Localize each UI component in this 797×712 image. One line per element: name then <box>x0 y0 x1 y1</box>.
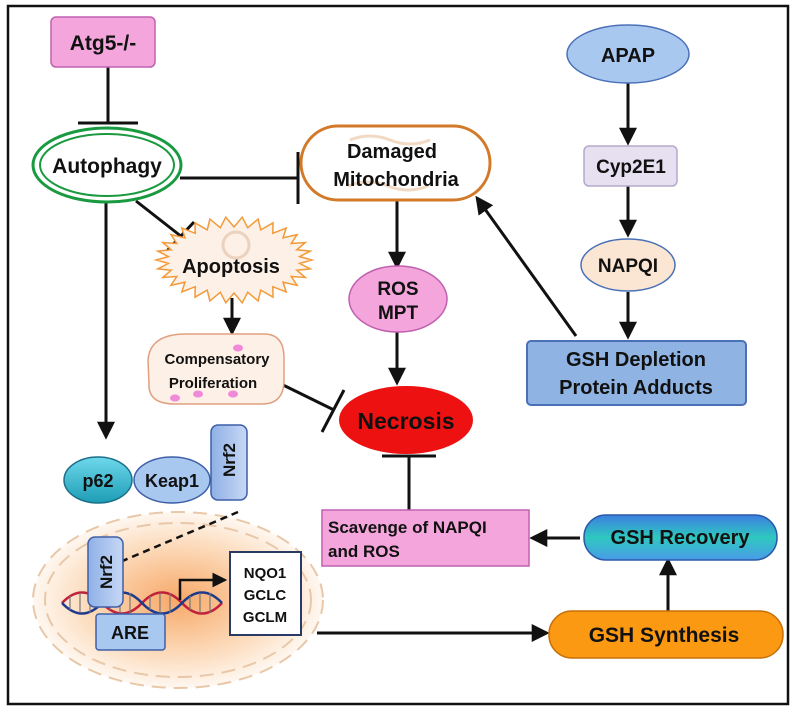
outer-frame <box>6 4 790 706</box>
gsh-recovery-node: GSH Recovery <box>583 514 778 561</box>
napqi-label: NAPQI <box>598 256 658 277</box>
target-genes-box: NQO1 GCLC GCLM <box>229 551 302 636</box>
gsh-depletion-to-mitochondria-arrow <box>475 195 578 337</box>
proliferation-line1: Compensatory <box>164 351 270 368</box>
scavenge-line2: and ROS <box>328 542 400 561</box>
p62-label: p62 <box>82 471 113 491</box>
gsh-synthesis-label: GSH Synthesis <box>589 624 740 647</box>
apoptosis-node: Apoptosis <box>153 215 315 305</box>
cyp2e1-label: Cyp2E1 <box>596 157 666 178</box>
gene-gclm: GCLM <box>243 609 287 626</box>
mpt-label: MPT <box>378 303 419 324</box>
gsh-recovery-label: GSH Recovery <box>611 527 751 549</box>
nrf2-translocation-line <box>119 510 239 564</box>
are-label: ARE <box>111 623 149 643</box>
gene-gclc: GCLC <box>244 587 287 604</box>
autophagy-node: Autophagy <box>31 126 183 204</box>
keap1-node: Keap1 <box>133 456 211 504</box>
nrf2-nucleus-node: Nrf2 <box>87 536 124 608</box>
atg5-label: Atg5-/- <box>70 32 137 55</box>
damaged-label-line2: Mitochondria <box>333 169 459 191</box>
keap1-label: Keap1 <box>145 471 199 491</box>
scavenge-node: Scavenge of NAPQI and ROS <box>321 509 530 567</box>
damaged-mitochondria-node: Damaged Mitochondria <box>299 124 492 202</box>
compensatory-proliferation-node: Compensatory Proliferation <box>147 333 285 405</box>
scavenge-line1: Scavenge of NAPQI <box>328 518 487 537</box>
apap-label: APAP <box>601 45 655 67</box>
necrosis-label: Necrosis <box>357 408 454 434</box>
atg5-node: Atg5-/- <box>50 16 156 68</box>
gene-nqo1: NQO1 <box>244 565 287 582</box>
cyp2e1-node: Cyp2E1 <box>583 145 678 187</box>
nrf2-cytoplasm-node: Nrf2 <box>210 424 248 501</box>
nrf2-nucleus-label: Nrf2 <box>97 555 116 589</box>
p62-node: p62 <box>63 456 133 504</box>
apoptosis-label: Apoptosis <box>182 256 280 278</box>
gsh-depletion-node: GSH Depletion Protein Adducts <box>526 340 747 406</box>
ros-label: ROS <box>377 279 418 300</box>
proliferation-inhibits-necrosis <box>278 381 335 412</box>
autophagy-label: Autophagy <box>52 155 162 178</box>
necrosis-node: Necrosis <box>339 386 473 454</box>
gsh-synthesis-node: GSH Synthesis <box>548 610 784 659</box>
autophagy-inhibits-apoptosis <box>135 199 183 239</box>
are-node: ARE <box>95 613 166 651</box>
gsh-depletion-line2: Protein Adducts <box>559 377 713 399</box>
ros-mpt-node: ROS MPT <box>348 265 448 333</box>
napqi-node: NAPQI <box>580 238 676 292</box>
damaged-label-line1: Damaged <box>347 141 437 163</box>
are-to-genes-arrow <box>178 572 228 600</box>
proliferation-line2: Proliferation <box>169 375 257 392</box>
nrf2-label: Nrf2 <box>220 443 239 477</box>
gsh-depletion-line1: GSH Depletion <box>566 349 706 371</box>
apap-node: APAP <box>566 24 690 84</box>
